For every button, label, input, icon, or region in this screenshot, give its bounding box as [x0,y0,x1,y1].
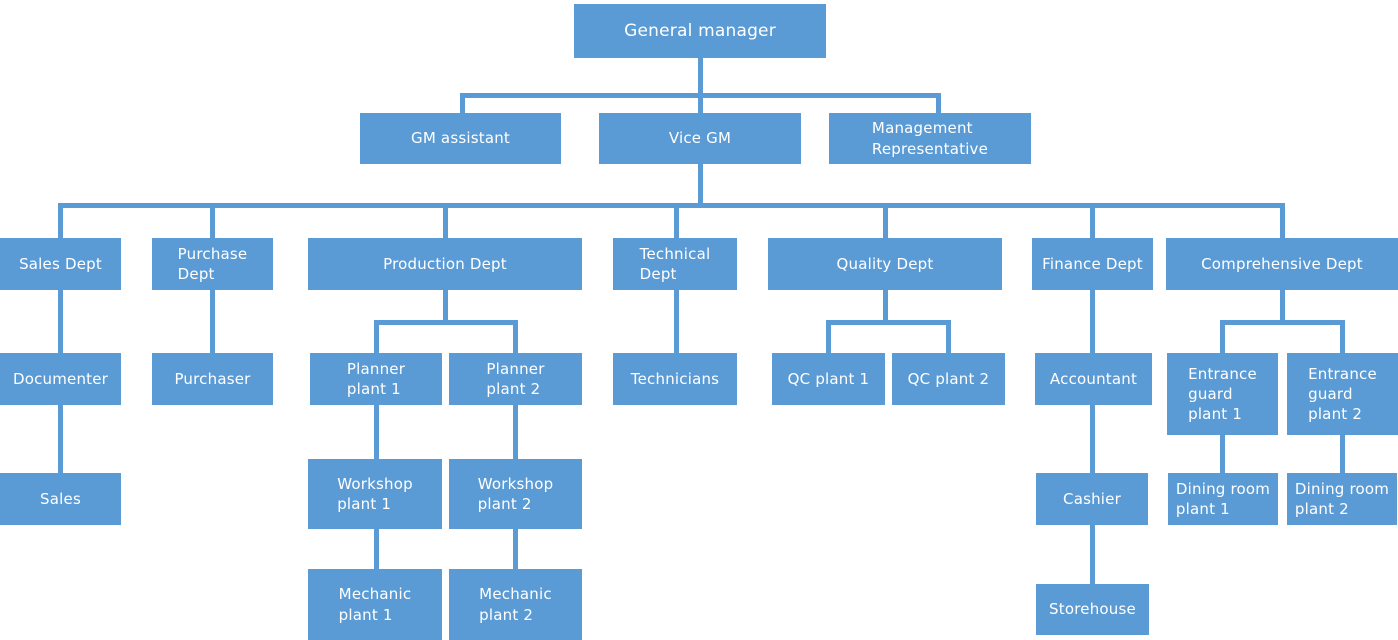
org-node-quality-dept: Quality Dept [768,238,1002,290]
org-node-general-manager: General manager [574,4,826,58]
connector [1220,320,1225,354]
org-node-purchase-dept: Purchase Dept [152,238,273,290]
org-node-storehouse: Storehouse [1036,584,1149,635]
org-node-technical-dept: Technical Dept [613,238,737,290]
org-node-workshop-plant-2: Workshop plant 2 [449,459,582,529]
org-node-label: Storehouse [1049,600,1136,619]
org-node-label: Cashier [1063,489,1121,508]
org-node-label: Mechanic plant 2 [479,585,552,624]
connector [513,405,518,460]
connector [1090,290,1095,354]
connector [58,290,63,354]
org-node-label: Dining room plant 2 [1294,479,1390,518]
org-node-sales-dept: Sales Dept [0,238,121,290]
connector [1340,435,1345,474]
org-node-entrance-guard-plant-2: Entrance guard plant 2 [1287,353,1398,435]
connector [58,405,63,474]
org-node-label: Sales Dept [19,254,102,273]
connector [698,163,703,208]
org-node-label: Sales [40,489,81,508]
connector [58,203,63,239]
org-node-dining-room-plant-2: Dining room plant 2 [1287,473,1397,525]
org-node-label: Accountant [1049,369,1138,388]
connector [1220,320,1345,325]
org-node-gm-assistant: GM assistant [360,113,561,164]
org-node-label: Planner plant 1 [346,359,406,398]
connector [1090,203,1095,239]
connector [58,203,1285,208]
connector [513,320,518,354]
connector [826,320,951,325]
org-node-label: Vice GM [668,129,732,148]
org-node-label: Workshop plant 2 [477,474,554,513]
connector [1280,290,1285,323]
org-node-label: Technicians [630,369,720,388]
org-node-label: Planner plant 2 [486,359,545,398]
connector [443,203,448,239]
org-node-label: Dining room plant 1 [1175,479,1271,518]
org-node-dining-room-plant-1: Dining room plant 1 [1168,473,1278,525]
org-node-label: Comprehensive Dept [1201,254,1363,273]
org-node-planner-plant-2: Planner plant 2 [449,353,582,405]
org-node-label: Purchaser [174,369,251,388]
org-node-comprehensive-dept: Comprehensive Dept [1166,238,1398,290]
connector [826,320,831,354]
connector [883,203,888,239]
org-node-label: Entrance guard plant 1 [1188,364,1257,424]
org-node-label: Mechanic plant 1 [338,585,412,624]
org-node-label: Management Representative [871,119,989,158]
org-node-label: Entrance guard plant 2 [1308,364,1377,424]
connector [374,529,379,570]
org-node-label: Finance Dept [1042,254,1143,273]
org-node-workshop-plant-1: Workshop plant 1 [308,459,442,529]
org-node-planner-plant-1: Planner plant 1 [310,353,442,405]
connector [513,529,518,570]
connector [1090,525,1095,585]
connector [946,320,951,354]
org-node-management-representative: Management Representative [829,113,1031,164]
org-node-label: Technical Dept [639,244,711,283]
org-node-qc-plant-1: QC plant 1 [772,353,885,405]
org-node-label: Purchase Dept [177,244,248,283]
connector [674,203,679,239]
org-node-label: GM assistant [411,129,510,148]
org-node-label: General manager [624,20,776,41]
org-node-label: Documenter [12,369,109,388]
connector [674,290,679,354]
org-node-documenter: Documenter [0,353,121,405]
connector [210,203,215,239]
connector [210,290,215,354]
org-node-production-dept: Production Dept [308,238,582,290]
connector [1340,320,1345,354]
org-node-vice-gm: Vice GM [599,113,801,164]
org-node-label: Quality Dept [836,254,934,273]
org-node-label: QC plant 1 [787,369,870,388]
connector [374,320,379,354]
org-node-accountant: Accountant [1035,353,1152,405]
org-node-label: Workshop plant 1 [337,474,413,513]
connector [1090,405,1095,474]
org-node-label: Production Dept [383,254,507,273]
connector [460,93,465,114]
connector [698,56,703,114]
org-node-label: QC plant 2 [907,369,990,388]
connector [883,290,888,323]
org-node-technicians: Technicians [613,353,737,405]
connector [443,290,448,323]
connector [374,405,379,460]
connector [936,93,941,114]
org-node-mechanic-plant-2: Mechanic plant 2 [449,569,582,640]
connector [1220,435,1225,474]
org-node-mechanic-plant-1: Mechanic plant 1 [308,569,442,640]
org-node-sales: Sales [0,473,121,525]
org-node-qc-plant-2: QC plant 2 [892,353,1005,405]
org-node-entrance-guard-plant-1: Entrance guard plant 1 [1167,353,1278,435]
connector [460,93,941,98]
org-node-finance-dept: Finance Dept [1032,238,1153,290]
connector [374,320,518,325]
connector [1280,203,1285,239]
org-node-purchaser: Purchaser [152,353,273,405]
org-node-cashier: Cashier [1036,473,1148,525]
